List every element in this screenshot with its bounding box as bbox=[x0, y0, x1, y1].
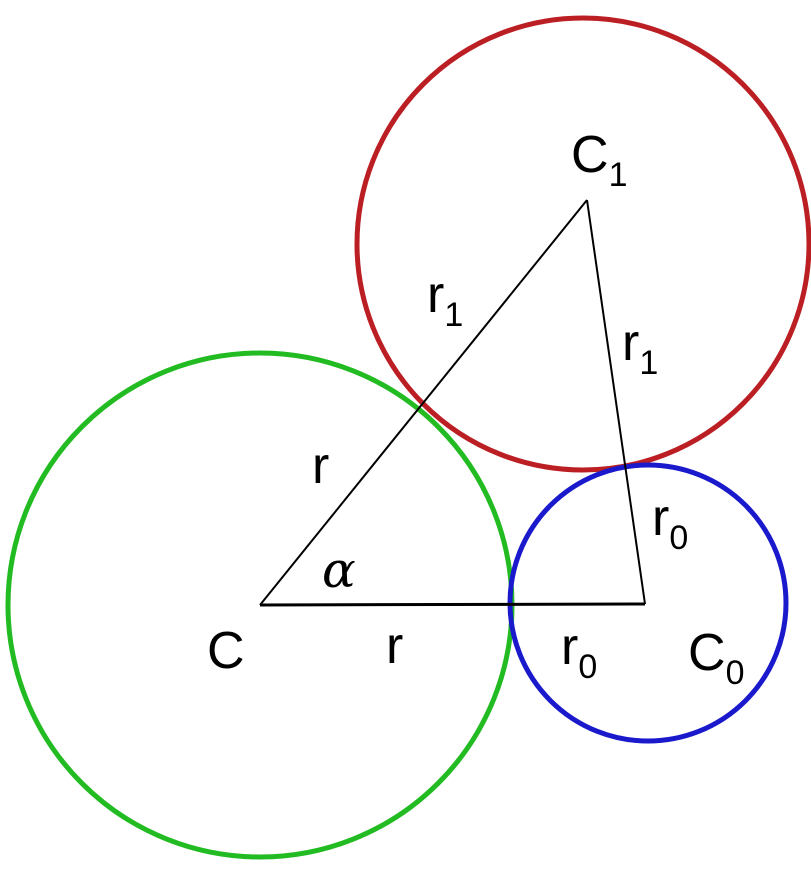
circle-c1 bbox=[354, 15, 811, 473]
label-radius-r0-bottom: r0 bbox=[561, 618, 597, 686]
label-center-c0: C0 bbox=[688, 624, 744, 692]
label-radius-r-lower: r bbox=[386, 617, 403, 675]
label-angle-alpha: α bbox=[322, 541, 356, 599]
label-radius-r1-right: r1 bbox=[622, 314, 658, 382]
label-radius-r1-right-sub: 1 bbox=[639, 344, 658, 382]
segment-c-c1 bbox=[259, 199, 588, 606]
label-radius-r1-left: r1 bbox=[427, 266, 463, 334]
label-radius-r0-bottom-sub: 0 bbox=[578, 648, 597, 686]
label-center-c1-sub: 1 bbox=[609, 156, 628, 194]
label-center-c0-sub: 0 bbox=[726, 654, 745, 692]
label-radius-r0-right: r0 bbox=[652, 489, 688, 557]
label-radius-r0-right-base: r bbox=[652, 489, 669, 547]
label-radius-r1-left-base: r bbox=[427, 266, 444, 324]
label-radius-r0-bottom-base: r bbox=[561, 618, 578, 676]
label-center-c1: C1 bbox=[571, 126, 627, 194]
label-center-c0-base: C bbox=[688, 624, 726, 682]
label-center-c1-base: C bbox=[571, 126, 609, 184]
label-center-c: C bbox=[207, 622, 245, 680]
label-radius-r1-left-sub: 1 bbox=[444, 296, 463, 334]
segment-c-c0 bbox=[259, 602, 646, 607]
label-radius-r1-right-base: r bbox=[622, 314, 639, 372]
segment-c1-c0 bbox=[586, 199, 646, 605]
label-radius-r-upper: r bbox=[312, 437, 329, 495]
label-radius-r0-right-sub: 0 bbox=[669, 519, 688, 557]
